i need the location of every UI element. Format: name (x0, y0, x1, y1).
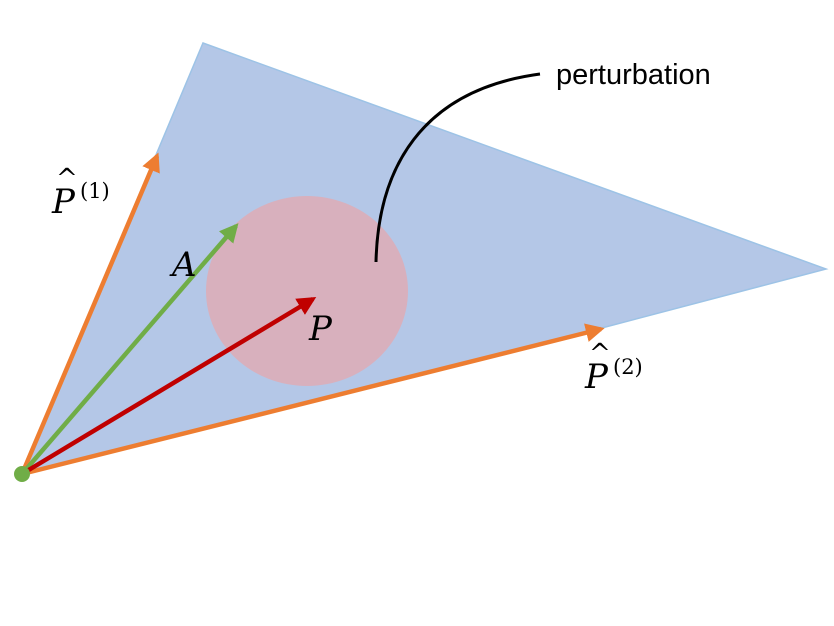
perturbation-disk (206, 196, 408, 386)
p-label: P (308, 309, 333, 349)
p-hat-1-hat: ^ (56, 164, 78, 194)
p-hat-2-arrow (21, 323, 605, 477)
a-label: A (169, 245, 197, 285)
p-hat-1-symbol: P (51, 182, 76, 222)
perturbation-label: perturbation (556, 59, 711, 91)
p-hat-2-hat: ^ (589, 339, 611, 369)
cone-region (20, 42, 829, 476)
origin-dot-icon (14, 466, 30, 482)
p-hat-1-superscript: (1) (80, 179, 110, 203)
p-hat-2-symbol: P (584, 357, 609, 397)
a-arrow (20, 223, 239, 476)
p-arrow (20, 297, 317, 476)
p-hat-2-label: ^ P (2) (584, 339, 643, 397)
p-hat-2-superscript: (2) (613, 355, 643, 379)
p-hat-1-arrow (19, 152, 160, 475)
perturbation-pointer-curve (374, 72, 541, 263)
p-hat-1-label: ^ P (1) (51, 164, 110, 222)
